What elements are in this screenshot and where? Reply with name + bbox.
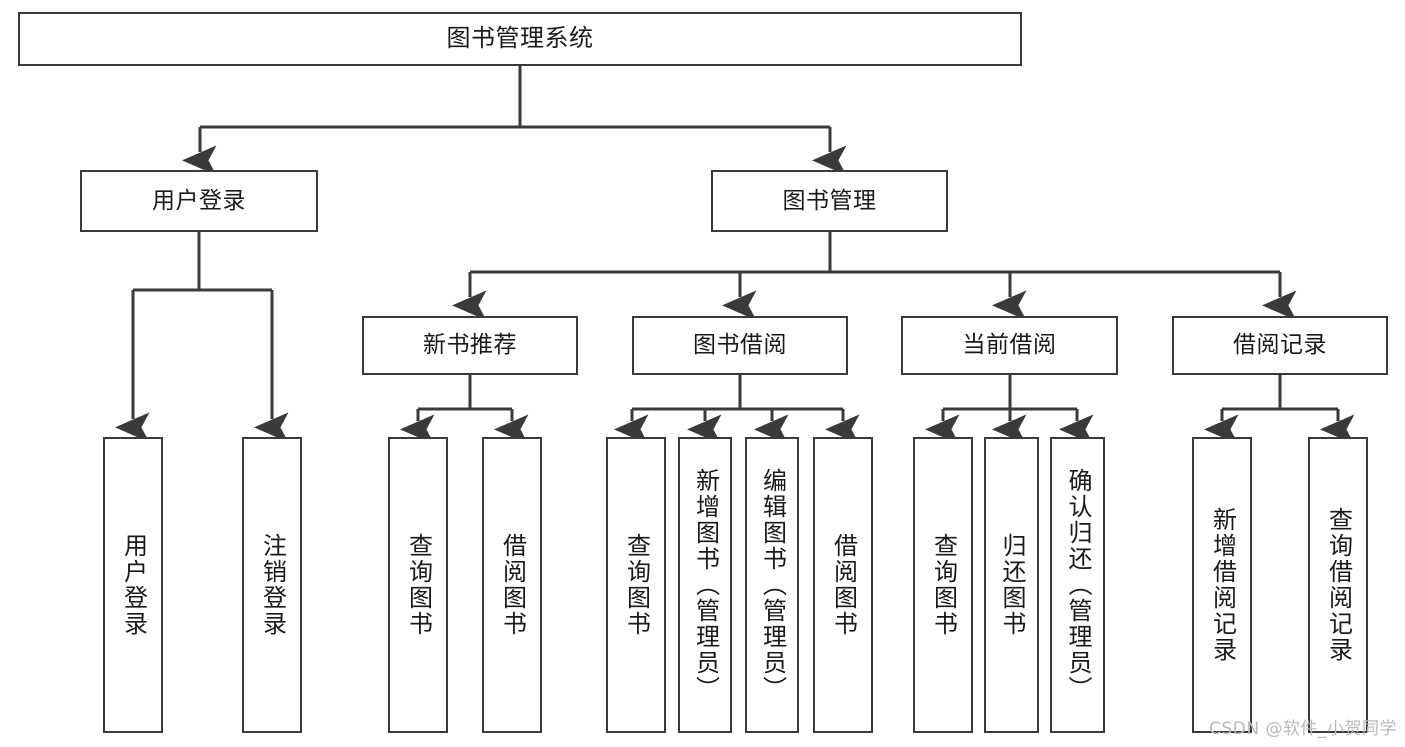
leaf-record-add-record[interactable]: 新增借阅记录 bbox=[1192, 437, 1252, 733]
node-book-borrow[interactable]: 图书借阅 bbox=[632, 316, 848, 375]
leaf-record-query-record[interactable]: 查询借阅记录 bbox=[1308, 437, 1368, 733]
node-label: 用户登录 bbox=[152, 187, 246, 214]
node-label: 用户登录 bbox=[119, 533, 148, 637]
node-root-system[interactable]: 图书管理系统 bbox=[18, 12, 1022, 66]
node-label: 查询借阅记录 bbox=[1324, 507, 1353, 663]
node-borrow-record[interactable]: 借阅记录 bbox=[1172, 316, 1388, 375]
node-label: 注销登录 bbox=[258, 533, 287, 637]
node-label: 图书管理系统 bbox=[446, 24, 594, 53]
node-label: 借阅图书 bbox=[829, 533, 858, 637]
node-label: 新书推荐 bbox=[423, 332, 517, 359]
node-label: 确认归还（管理员） bbox=[1063, 468, 1092, 702]
leaf-new-book-borrow[interactable]: 借阅图书 bbox=[482, 437, 542, 733]
node-label: 归还图书 bbox=[997, 533, 1026, 637]
node-new-book-recommend[interactable]: 新书推荐 bbox=[362, 316, 578, 375]
node-book-management[interactable]: 图书管理 bbox=[711, 170, 948, 232]
node-label: 查询图书 bbox=[929, 533, 958, 637]
node-label: 当前借阅 bbox=[962, 332, 1057, 359]
node-label: 图书借阅 bbox=[693, 332, 787, 359]
leaf-current-return-book[interactable]: 归还图书 bbox=[984, 437, 1039, 733]
node-label: 查询图书 bbox=[404, 533, 433, 637]
node-label: 编辑图书（管理员） bbox=[758, 468, 787, 702]
node-current-borrow[interactable]: 当前借阅 bbox=[901, 316, 1118, 375]
node-label: 借阅记录 bbox=[1233, 332, 1327, 359]
leaf-borrow-edit-book-admin[interactable]: 编辑图书（管理员） bbox=[745, 437, 799, 733]
csdn-watermark: CSDN @软件_小贺同学 bbox=[1209, 719, 1397, 739]
leaf-user-login-login[interactable]: 用户登录 bbox=[103, 437, 163, 733]
leaf-user-login-logout[interactable]: 注销登录 bbox=[242, 437, 302, 733]
node-label: 借阅图书 bbox=[498, 533, 527, 637]
leaf-borrow-borrow-book[interactable]: 借阅图书 bbox=[813, 437, 873, 733]
node-label: 查询图书 bbox=[622, 533, 651, 637]
leaf-borrow-query-book[interactable]: 查询图书 bbox=[606, 437, 666, 733]
node-label: 图书管理 bbox=[782, 187, 877, 214]
node-label: 新增借阅记录 bbox=[1208, 507, 1237, 663]
node-label: 新增图书（管理员） bbox=[691, 468, 720, 702]
leaf-current-confirm-return-admin[interactable]: 确认归还（管理员） bbox=[1050, 437, 1105, 733]
node-user-login[interactable]: 用户登录 bbox=[80, 170, 318, 232]
leaf-new-book-query[interactable]: 查询图书 bbox=[388, 437, 448, 733]
leaf-borrow-add-book-admin[interactable]: 新增图书（管理员） bbox=[678, 437, 732, 733]
leaf-current-query-book[interactable]: 查询图书 bbox=[913, 437, 973, 733]
